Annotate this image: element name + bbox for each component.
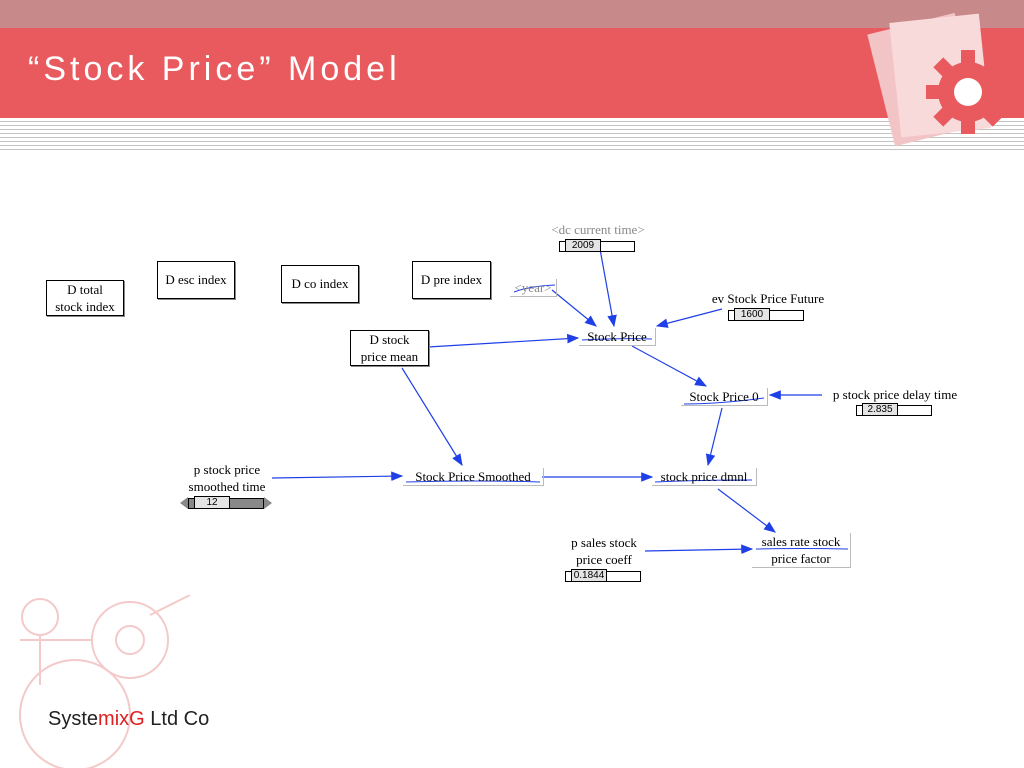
node-d-pre-index[interactable]: D pre index [412,261,491,299]
node-d-co-index[interactable]: D co index [281,265,359,303]
node-sales-rate-stock-price-factor[interactable]: sales rate stock price factor [752,533,851,568]
arrow-price0-to-dmnl [705,407,723,467]
arrow-year-to-stock-price [551,289,597,327]
arrow-future-to-stock-price [655,308,723,328]
circuit-watermark-icon [19,595,191,768]
arrow-stock-price-to-price0 [631,345,708,387]
node-stock-price-dmnl[interactable]: stock price dmnl [652,468,757,486]
node-p-sales-stock-price-coeff[interactable]: p sales stock price coeff [571,535,637,567]
node-stock-price-0[interactable]: Stock Price 0 [681,388,768,406]
page-title: “Stock Price” Model [28,50,401,88]
arrow-dmnl-to-factor [717,488,776,533]
slider-ev-stock-price-future[interactable]: 1600 [720,308,812,321]
node-stock-price-smoothed[interactable]: Stock Price Smoothed [403,468,544,486]
top-bar [0,0,1024,28]
slider-p-sales-stock-price-coeff[interactable]: 0.1844 [557,569,649,582]
slider-p-stock-price-smoothed-time[interactable]: 12 [180,496,272,509]
slider-p-stock-price-delay-time[interactable]: 2.835 [848,403,940,416]
arrow-mean-to-stock-price [427,333,580,348]
title-banner [0,28,1024,118]
arrow-coeff-to-factor [644,544,754,555]
gear-icon [926,50,1010,134]
node-year[interactable]: <year> [510,279,557,297]
node-d-esc-index[interactable]: D esc index [157,261,235,299]
node-ev-stock-price-future[interactable]: ev Stock Price Future [711,291,825,306]
node-d-total-stock-index[interactable]: D total stock index [46,280,124,316]
slider-dc-current-time[interactable]: 2009 [551,239,643,252]
arrow-time-to-stock-price [599,248,617,328]
header-stripes [0,118,1024,152]
node-stock-price[interactable]: Stock Price [579,328,656,346]
node-dc-current-time[interactable]: <dc current time> [551,222,645,237]
node-d-stock-price-mean[interactable]: D stock price mean [350,330,429,366]
node-p-stock-price-delay-time[interactable]: p stock price delay time [832,387,958,402]
arrow-mean-to-smoothed [401,367,463,467]
arrow-smoothtime-to-smoothed [271,471,404,481]
logo-decoration [867,12,1010,147]
company-name: SystemixG Ltd Co [48,708,210,730]
node-p-stock-price-smoothed-time[interactable]: p stock price smoothed time [188,462,266,494]
